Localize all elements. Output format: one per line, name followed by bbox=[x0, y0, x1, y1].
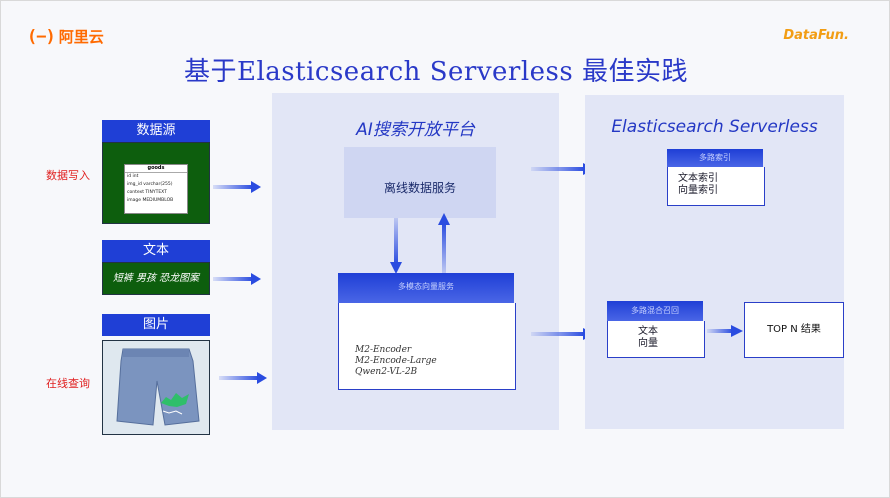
recall-item: 文本 bbox=[638, 326, 658, 337]
aliyun-logo: (−) 阿里云 bbox=[27, 26, 104, 47]
arrow-image bbox=[219, 372, 267, 384]
recall-header: 多路混合召回 bbox=[607, 301, 703, 321]
vector-service-label: 多模态向量服务 bbox=[398, 282, 454, 291]
datafun-logo: DataFun. bbox=[783, 28, 849, 43]
index-item: 文本索引 bbox=[678, 173, 718, 184]
arrow-down-to-vector bbox=[390, 218, 402, 274]
goods-field: id int bbox=[127, 174, 139, 179]
data-write-label: 数据写入 bbox=[46, 169, 90, 182]
result-label: TOP N 结果 bbox=[767, 324, 821, 335]
shorts-photo bbox=[103, 341, 209, 434]
slide-title: 基于Elasticsearch Serverless 最佳实践 bbox=[184, 57, 688, 87]
recall-item: 向量 bbox=[638, 338, 658, 349]
goods-table-card: goods id int img_id varchar(255) context… bbox=[124, 164, 188, 214]
index-header-label: 多路索引 bbox=[699, 153, 731, 162]
vector-service-header: 多模态向量服务 bbox=[338, 273, 514, 303]
text-header: 文本 bbox=[102, 240, 210, 262]
index-item: 向量索引 bbox=[678, 185, 718, 196]
goods-field: img_id varchar(255) bbox=[127, 182, 173, 187]
datasource-box: goods id int img_id varchar(255) context… bbox=[102, 142, 210, 224]
datasource-header: 数据源 bbox=[102, 120, 210, 142]
recall-header-label: 多路混合召回 bbox=[631, 306, 679, 315]
text-example: 短裤 男孩 恐龙图案 bbox=[112, 273, 200, 284]
ai-platform-title: AI搜索开放平台 bbox=[356, 120, 475, 140]
text-box: 短裤 男孩 恐龙图案 bbox=[102, 262, 210, 295]
vector-service-box: M2-Encoder M2-Encode-Large Qwen2-VL-2B bbox=[338, 303, 516, 390]
result-box: TOP N 结果 bbox=[744, 302, 844, 358]
model-item: Qwen2-VL-2B bbox=[355, 367, 418, 377]
index-header: 多路索引 bbox=[667, 149, 763, 167]
offline-service-label: 离线数据服务 bbox=[383, 181, 456, 195]
arrow-text bbox=[213, 273, 261, 285]
goods-field: context TINYTEXT bbox=[127, 190, 167, 195]
index-box: 文本索引 向量索引 bbox=[667, 167, 765, 206]
es-panel: Elasticsearch Serverless 多路索引 文本索引 向量索引 … bbox=[585, 95, 844, 429]
arrow-recall-to-result bbox=[707, 325, 743, 337]
recall-box: 文本 向量 bbox=[607, 321, 705, 358]
aliyun-logo-text: 阿里云 bbox=[58, 28, 104, 46]
aliyun-logo-icon: (−) bbox=[27, 26, 56, 47]
image-header: 图片 bbox=[102, 314, 210, 336]
model-item: M2-Encoder bbox=[355, 345, 412, 355]
es-title: Elasticsearch Serverless bbox=[611, 117, 818, 137]
image-box bbox=[102, 340, 210, 435]
online-query-label: 在线查询 bbox=[46, 377, 90, 390]
goods-table-name: goods bbox=[125, 165, 187, 173]
model-item: M2-Encode-Large bbox=[355, 356, 437, 366]
arrow-up-to-offline bbox=[438, 213, 450, 273]
offline-service-box: 离线数据服务 bbox=[344, 147, 496, 218]
ai-platform-panel: AI搜索开放平台 离线数据服务 多模态向量服务 M2-Encoder M2-En… bbox=[272, 93, 559, 430]
arrow-datasource bbox=[213, 181, 261, 193]
goods-field: image MEDIUMBLOB bbox=[127, 198, 174, 203]
